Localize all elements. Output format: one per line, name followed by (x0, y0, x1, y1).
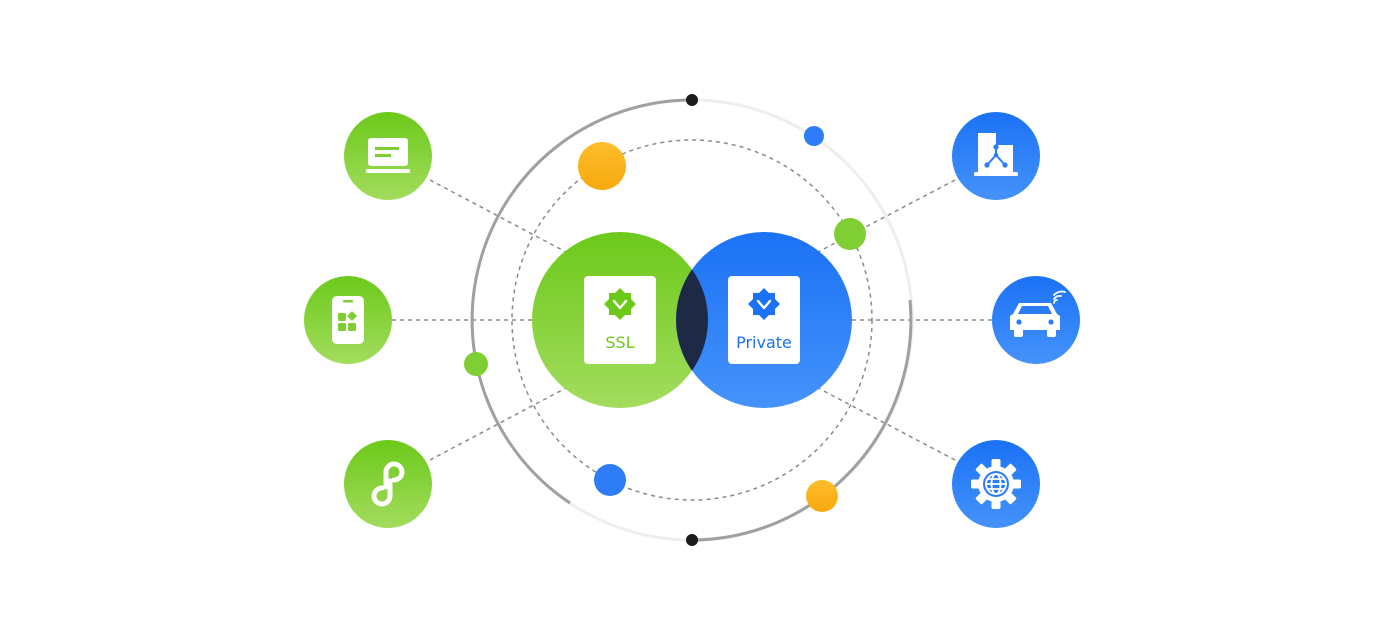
mini-program-icon (371, 461, 405, 507)
connected-car-icon (1010, 290, 1066, 337)
private-card: Private (728, 276, 800, 364)
orbit-dot-bottom (686, 534, 698, 546)
orbit-blue-dot-bottom (594, 464, 626, 496)
node-web-settings (952, 440, 1040, 528)
connector-web (817, 387, 956, 461)
laptop-icon (366, 138, 410, 173)
orbit-orange-dot-top (578, 142, 626, 190)
private-label: Private (736, 333, 792, 352)
connector-laptop (429, 179, 567, 253)
mobile-app-icon (332, 296, 364, 344)
ssl-label: SSL (605, 333, 634, 352)
node-network-server (952, 112, 1040, 200)
web-settings-icon (971, 459, 1021, 509)
inner-dashed-orbit (511, 139, 873, 501)
verified-badge-icon (748, 288, 780, 320)
node-connected-car (992, 276, 1080, 364)
ssl-card: SSL (584, 276, 656, 364)
node-laptop (344, 112, 432, 200)
node-mini-program (344, 440, 432, 528)
network-server-icon (974, 133, 1018, 176)
orbit-green-dot-left (464, 352, 488, 376)
center-venn: SSL Private (532, 232, 852, 408)
orbit-blue-dot-top (804, 126, 824, 146)
orbit-arc-right (691, 299, 913, 542)
connector-mini-program (429, 387, 567, 461)
orbit-green-dot-right (834, 218, 866, 250)
node-mobile-app (304, 276, 392, 364)
orbit-arc-left (470, 98, 693, 505)
verified-badge-icon (604, 288, 636, 320)
orbit-orange-dot-bottom (806, 480, 838, 512)
orbit-dot-top (686, 94, 698, 106)
